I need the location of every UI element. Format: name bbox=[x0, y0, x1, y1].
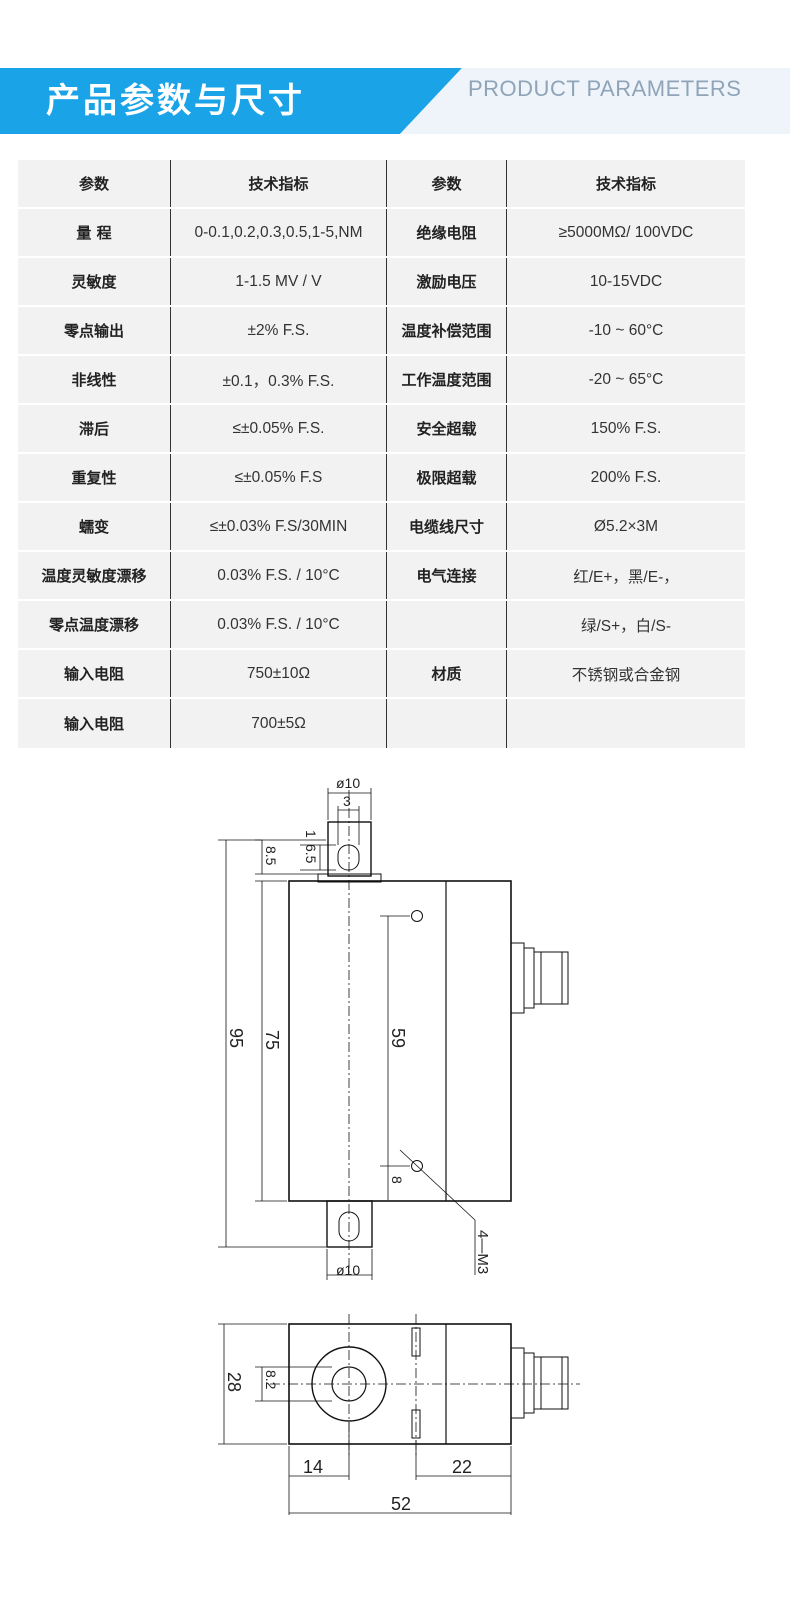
param-value-cell: 0.03% F.S. / 10°C bbox=[171, 601, 387, 648]
param-name-cell: 温度灵敏度漂移 bbox=[18, 552, 171, 599]
top-connector bbox=[533, 1356, 569, 1410]
dim-slot-width: 3 bbox=[343, 793, 351, 809]
banner-background bbox=[0, 68, 790, 134]
param-value-cell: 0-0.1,0.2,0.3,0.5,1-5,NM bbox=[171, 209, 387, 256]
param-name-cell: 非线性 bbox=[18, 356, 171, 403]
dim-top-width: 28 bbox=[224, 1372, 244, 1392]
banner-title: 产品参数与尺寸 bbox=[46, 81, 305, 121]
top-shaft bbox=[327, 821, 372, 877]
param-value-cell: 1-1.5 MV / V bbox=[171, 258, 387, 305]
param-name-cell bbox=[387, 601, 507, 648]
param-name-cell: 绝缘电阻 bbox=[387, 209, 507, 256]
connector-base bbox=[510, 942, 525, 1014]
param-name-cell: 蠕变 bbox=[18, 503, 171, 550]
dim-total-height: 95 bbox=[226, 1028, 246, 1048]
param-value-cell: ±2% F.S. bbox=[171, 307, 387, 354]
param-value-cell: 750±10Ω bbox=[171, 650, 387, 697]
param-name-cell: 安全超载 bbox=[387, 405, 507, 452]
table-row: 非线性±0.1，0.3% F.S.工作温度范围 -20 ~ 65°C bbox=[18, 356, 745, 405]
dim-slot-length: 6.5 bbox=[303, 844, 319, 864]
param-name-cell: 极限超载 bbox=[387, 454, 507, 501]
main-body bbox=[288, 880, 512, 1202]
table-header-row: 参数 技术指标 参数 技术指标 bbox=[18, 160, 745, 209]
param-name-cell: 工作温度范围 bbox=[387, 356, 507, 403]
param-value-cell: 200% F.S. bbox=[590, 468, 662, 486]
param-value-cell: 10-15VDC bbox=[589, 272, 663, 290]
mount-hole-top bbox=[411, 910, 423, 922]
dim-slot-offset: 1 bbox=[303, 830, 319, 838]
header-cell: 参数 bbox=[387, 160, 507, 207]
param-name-cell: 激励电压 bbox=[387, 258, 507, 305]
param-value-cell: -20 ~ 65°C bbox=[588, 370, 664, 388]
dim-body-height: 75 bbox=[262, 1030, 282, 1050]
param-value-cell: -10 ~ 60°C bbox=[588, 321, 664, 339]
top-shoulder bbox=[317, 873, 382, 883]
param-value-cell: 150% F.S. bbox=[590, 419, 662, 437]
banner-light-band bbox=[400, 68, 790, 134]
connector-ring bbox=[523, 947, 535, 1009]
param-name-cell bbox=[387, 699, 507, 748]
param-value-cell: ≤±0.05% F.S. bbox=[171, 405, 387, 452]
top-slot bbox=[337, 844, 360, 871]
dim-left-offset: 14 bbox=[303, 1457, 323, 1477]
dim-bore: 8.2 bbox=[263, 1370, 279, 1390]
param-value-cell: 0.03% F.S. / 10°C bbox=[171, 552, 387, 599]
param-name-cell: 滞后 bbox=[18, 405, 171, 452]
param-value-cell: ≤±0.03% F.S/30MIN bbox=[171, 503, 387, 550]
param-value-cell: ≥5000MΩ/ 100VDC bbox=[558, 223, 694, 241]
param-value-cell bbox=[507, 699, 745, 748]
param-value-cell: Ø5.2×3M bbox=[593, 517, 659, 535]
dim-thread: 4—M3 bbox=[474, 1230, 491, 1274]
param-name-cell: 输入电阻 bbox=[18, 650, 171, 697]
top-view-drawing: 28 8.2 14 22 52 bbox=[218, 1314, 580, 1515]
dim-hole-offset: 8 bbox=[389, 1176, 405, 1184]
header-cell: 参数 bbox=[18, 160, 171, 207]
dim-shaft-dia-bottom: ø10 bbox=[336, 1262, 360, 1278]
param-name-cell: 重复性 bbox=[18, 454, 171, 501]
param-name-cell: 零点温度漂移 bbox=[18, 601, 171, 648]
param-value-cell: 不锈钢或合金钢 bbox=[571, 666, 681, 684]
param-name-cell: 电缆线尺寸 bbox=[387, 503, 507, 550]
param-value-cell: ≤±0.05% F.S bbox=[171, 454, 387, 501]
param-name-cell: 电气连接 bbox=[387, 552, 507, 599]
table-row: 零点输出±2% F.S.温度补偿范围 -10 ~ 60°C bbox=[18, 307, 745, 356]
param-value-cell: 红/E+，黑/E-， bbox=[573, 568, 679, 586]
connector-body bbox=[533, 951, 569, 1005]
param-value-cell: 700±5Ω bbox=[171, 699, 387, 748]
header-cell: 技术指标 bbox=[171, 160, 387, 207]
header-banner: 产品参数与尺寸 PRODUCT PARAMETERS bbox=[0, 68, 790, 134]
param-name-cell: 输入电阻 bbox=[18, 699, 171, 748]
dim-right-offset: 22 bbox=[452, 1457, 472, 1477]
header-cell: 技术指标 bbox=[595, 175, 656, 193]
front-view-drawing: ø10 3 1 6.5 8.5 95 75 59 8 4—M3 ø10 bbox=[218, 775, 569, 1280]
param-value-cell: 绿/S+，白/S- bbox=[580, 617, 671, 635]
banner-english-title: PRODUCT PARAMETERS bbox=[468, 76, 742, 101]
dim-shaft-length: 8.5 bbox=[263, 846, 279, 866]
mount-hole-bottom bbox=[411, 1160, 423, 1172]
param-name-cell: 零点输出 bbox=[18, 307, 171, 354]
dim-length: 52 bbox=[391, 1494, 411, 1514]
dim-shaft-dia-top: ø10 bbox=[336, 775, 360, 791]
param-name-cell: 温度补偿范围 bbox=[387, 307, 507, 354]
banner-blue-band bbox=[0, 68, 462, 134]
param-name-cell: 材质 bbox=[387, 650, 507, 697]
param-name-cell: 量 程 bbox=[18, 209, 171, 256]
param-name-cell: 灵敏度 bbox=[18, 258, 171, 305]
table-row: 滞后≤±0.05% F.S.安全超载 150% F.S. bbox=[18, 405, 745, 454]
bottom-shaft bbox=[326, 1200, 373, 1248]
param-value-cell: ±0.1，0.3% F.S. bbox=[171, 356, 387, 403]
dim-hole-spacing: 59 bbox=[388, 1028, 408, 1048]
